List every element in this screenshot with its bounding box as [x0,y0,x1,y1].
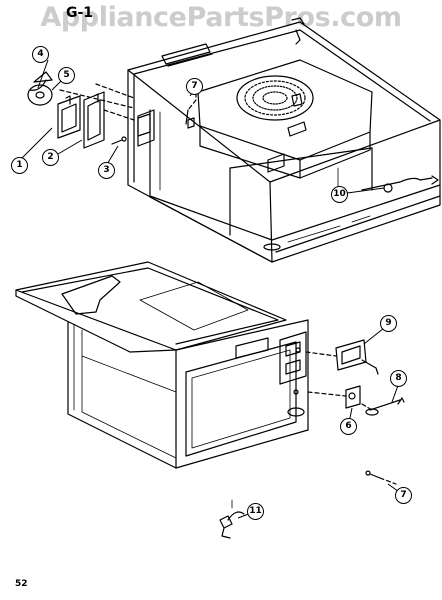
callout-7-top: 7 [186,78,203,95]
upper-cabinet-assembly [127,17,441,263]
page-number: 52 [15,579,28,589]
switch-bracket-assembly [27,71,155,149]
callout-6: 6 [340,418,357,435]
figure-label: G-1 [66,5,94,21]
lower-cavity-assembly [15,261,309,469]
callout-1: 1 [11,157,28,174]
callout-2: 2 [42,149,59,166]
watermark: AppliancePartsPros.com [40,2,402,33]
callout-7-bottom: 7 [395,487,412,504]
callout-5: 5 [58,67,75,84]
callout-9: 9 [380,315,397,332]
interlock-switch-parts [219,339,405,539]
callout-10: 10 [331,186,348,203]
callout-4: 4 [32,46,49,63]
callout-3: 3 [98,162,115,179]
callout-8: 8 [390,370,407,387]
callout-11: 11 [247,503,264,520]
